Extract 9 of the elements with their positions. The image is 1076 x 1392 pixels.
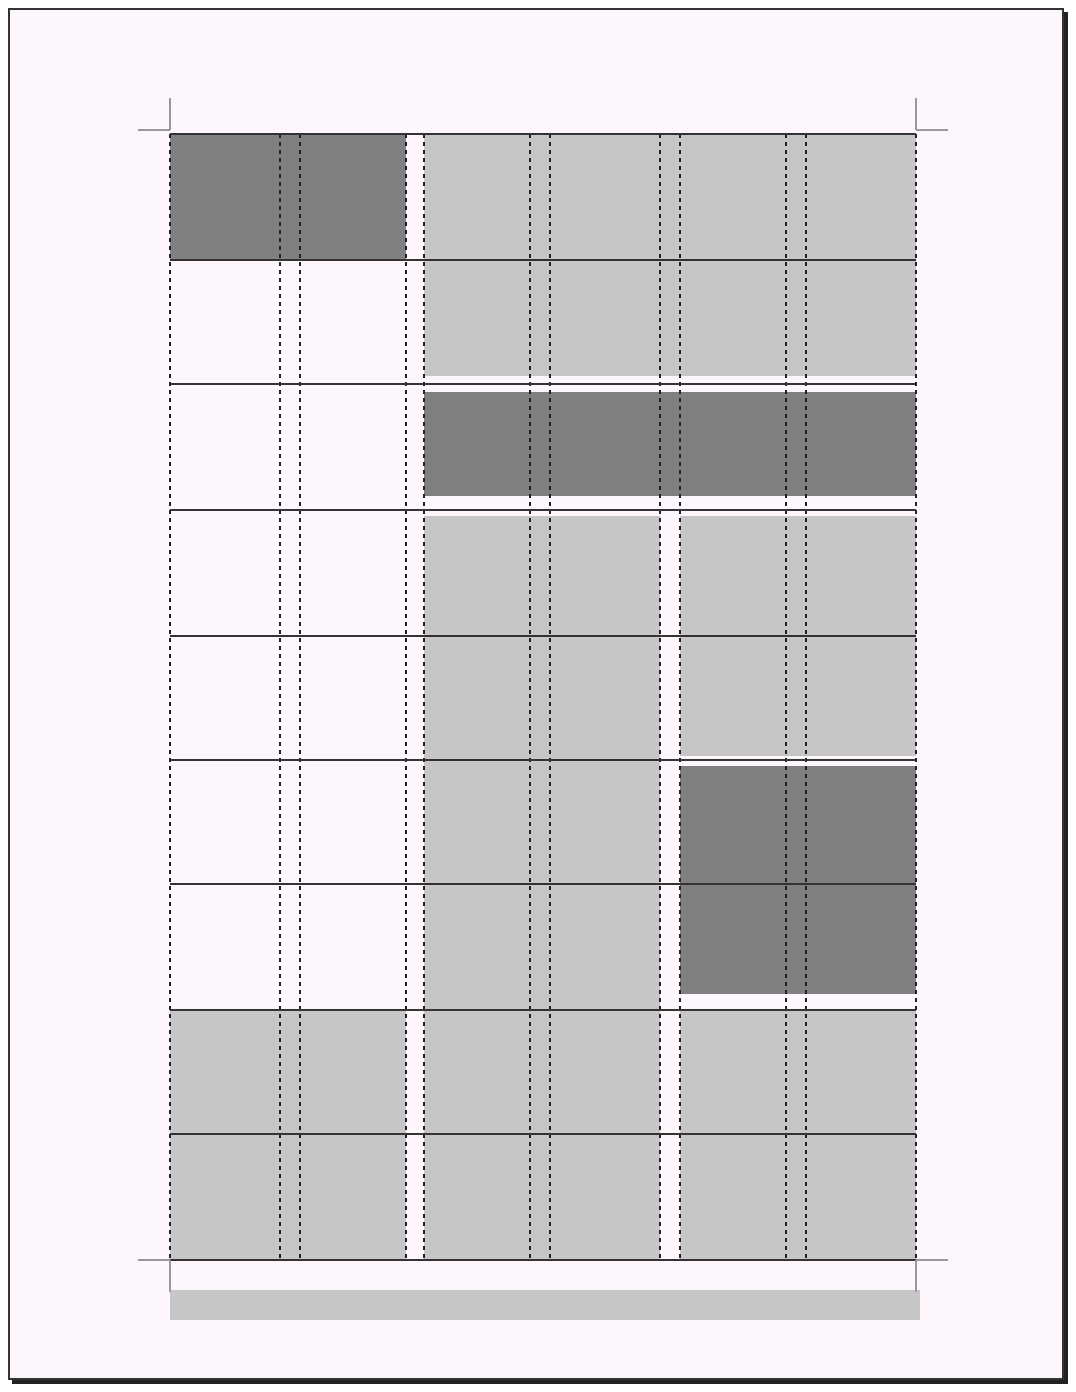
footer-bar — [170, 1290, 920, 1320]
light-block — [680, 1010, 916, 1260]
light-block — [424, 516, 660, 1260]
dark-block — [680, 766, 916, 994]
dark-block — [170, 134, 406, 260]
light-block — [424, 134, 916, 376]
banner-block — [424, 392, 916, 496]
light-block — [680, 516, 916, 756]
light-block — [170, 1010, 406, 1260]
